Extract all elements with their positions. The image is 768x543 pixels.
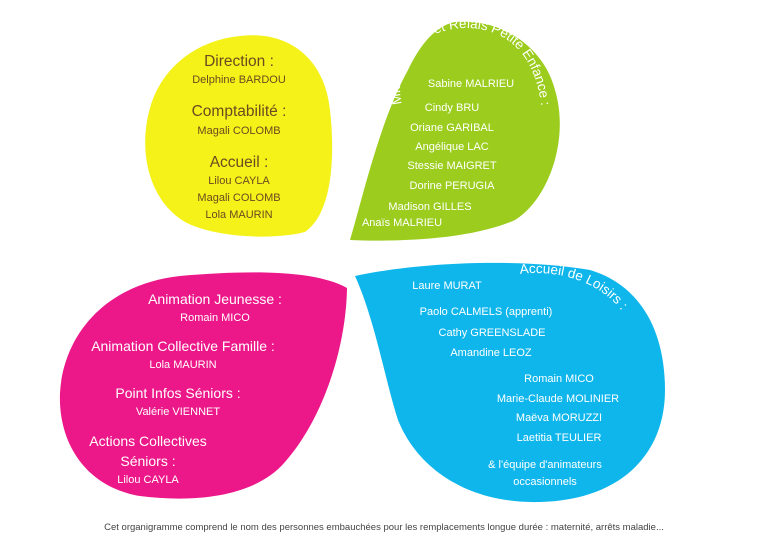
green-name: Oriane GARIBAL: [410, 122, 494, 134]
cyan-name: Cathy GREENSLADE: [438, 327, 546, 339]
green-name: Angélique LAC: [415, 141, 489, 153]
green-name: Cindy BRU: [424, 102, 480, 114]
accueil-name: Magali COLOMB: [197, 192, 281, 204]
cyan-petal: [355, 262, 665, 503]
cyan-name: Romain MICO: [524, 373, 594, 385]
cyan-name: Laetitia TEULIER: [516, 432, 602, 444]
cyan-name: Maëva MORUZZI: [515, 412, 603, 424]
cyan-name: Amandine LEOZ: [450, 347, 532, 359]
footer-note: Cet organigramme comprend le nom des per…: [104, 522, 664, 533]
pink-petal: [59, 272, 347, 499]
occasional-line2: occasionnels: [513, 476, 577, 488]
accueil-title: Accueil :: [209, 154, 269, 171]
seniors-title: Point Infos Séniors :: [115, 385, 241, 401]
green-name: Sabine MALRIEU: [427, 78, 515, 90]
actions-title-line2: Séniors :: [120, 453, 176, 469]
compta-name: Magali COLOMB: [197, 125, 281, 137]
famille-title: Animation Collective Famille :: [91, 338, 275, 354]
cyan-name: Paolo CALMELS (apprenti): [419, 306, 553, 318]
famille-name: Lola MAURIN: [149, 359, 217, 371]
seniors-name: Valérie VIENNET: [135, 406, 221, 418]
accueil-name: Lilou CAYLA: [208, 175, 270, 187]
jeunesse-title: Animation Jeunesse :: [148, 291, 282, 307]
green-name: Stessie MAIGRET: [407, 160, 497, 172]
direction-title: Direction :: [204, 53, 274, 70]
accueil-name: Lola MAURIN: [205, 209, 273, 221]
actions-name: Lilou CAYLA: [117, 474, 179, 486]
yellow-petal: [145, 35, 333, 237]
green-name: Anaïs MALRIEU: [361, 217, 443, 229]
direction-name: Delphine BARDOU: [192, 74, 286, 86]
occasional-line1: & l'équipe d'animateurs: [488, 459, 602, 471]
cyan-name: Marie-Claude MOLINIER: [496, 393, 620, 405]
actions-title-line1: Actions Collectives: [89, 433, 207, 449]
green-name: Madison GILLES: [388, 201, 472, 213]
green-name: Dorine PERUGIA: [409, 180, 495, 192]
cyan-name: Laure MURAT: [412, 280, 482, 292]
green-petal: [350, 21, 560, 241]
jeunesse-name: Romain MICO: [180, 312, 250, 324]
compta-title: Comptabilité :: [191, 103, 287, 120]
